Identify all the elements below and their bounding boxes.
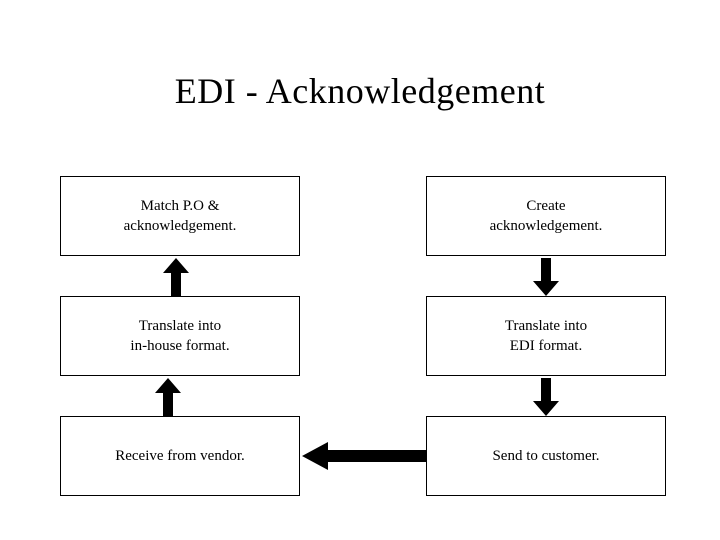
process-box-receive-from-vendor: Receive from vendor.: [60, 416, 300, 496]
process-box-create-acknowledgement: Create acknowledgement.: [426, 176, 666, 256]
page-title: EDI - Acknowledgement: [174, 71, 546, 111]
process-box-match-po: Match P.O & acknowledgement.: [60, 176, 300, 256]
arrow-down-icon: [530, 378, 562, 416]
process-box-text: Match P.O & acknowledgement.: [124, 196, 237, 237]
process-box-line: EDI format.: [509, 338, 583, 354]
process-box-text: Translate into EDI format.: [505, 316, 587, 357]
process-box-text: Translate into in-house format.: [130, 316, 229, 357]
arrow-up-icon: [160, 258, 192, 296]
process-box-line: Translate into: [138, 317, 222, 334]
process-box-text: Send to customer.: [492, 446, 599, 466]
process-box-text: Receive from vendor.: [115, 446, 245, 466]
process-box-line: Translate into: [504, 317, 588, 334]
process-box-text: Create acknowledgement.: [490, 196, 603, 237]
arrow-down-icon: [530, 258, 562, 296]
arrow-up-icon: [152, 378, 184, 416]
process-box-line: acknowledgement.: [489, 218, 603, 234]
process-box-translate-edi-format: Translate into EDI format.: [426, 296, 666, 376]
arrow-left-icon: [302, 440, 426, 472]
process-box-line: acknowledgement.: [123, 218, 237, 234]
process-box-send-to-customer: Send to customer.: [426, 416, 666, 496]
process-box-line: Match P.O &: [140, 197, 220, 214]
process-box-line: Create: [526, 197, 566, 214]
process-box-translate-in-house: Translate into in-house format.: [60, 296, 300, 376]
process-box-line: Receive from vendor.: [115, 447, 245, 464]
process-box-line: in-house format.: [130, 338, 230, 354]
process-box-line: Send to customer.: [492, 447, 600, 464]
